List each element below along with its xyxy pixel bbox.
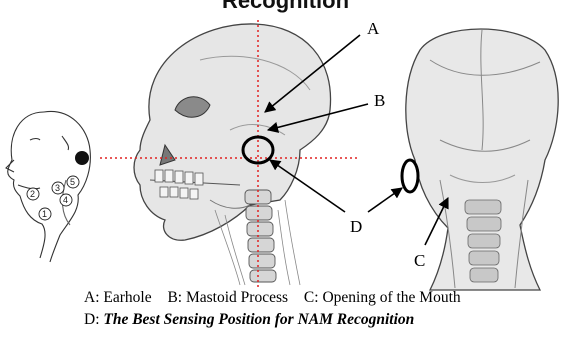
skull-back-view	[406, 29, 558, 290]
caption-b-key: B:	[167, 289, 182, 306]
cervical-spine	[245, 190, 276, 282]
caption-line-2: D: The Best Sensing Position for NAM Rec…	[84, 311, 414, 329]
arrow-d-back	[368, 188, 402, 212]
caption-c-key: C:	[304, 289, 319, 306]
label-b: B	[374, 91, 385, 110]
skull-side-view	[134, 24, 331, 240]
label-a: A	[367, 19, 380, 38]
sensing-position-circle-back	[402, 160, 418, 192]
caption-d-key: D:	[84, 311, 100, 328]
marker-3: 3	[55, 183, 60, 193]
caption-d-text: The Best Sensing Position for NAM Recogn…	[103, 311, 414, 328]
marker-2: 2	[30, 189, 35, 199]
earpiece-dot	[75, 151, 89, 165]
caption-b-text: Mastoid Process	[186, 289, 288, 306]
caption-line-1: A: Earhole B: Mastoid Process C: Opening…	[84, 289, 461, 307]
label-d: D	[350, 217, 362, 236]
caption-a-text: Earhole	[103, 289, 151, 306]
label-c: C	[414, 251, 425, 270]
marker-5: 5	[70, 177, 75, 187]
caption-a-key: A:	[84, 289, 100, 306]
caption-c-text: Opening of the Mouth	[322, 289, 460, 306]
head-profile-sketch	[6, 111, 90, 262]
marker-1: 1	[42, 209, 47, 219]
marker-4: 4	[63, 195, 68, 205]
